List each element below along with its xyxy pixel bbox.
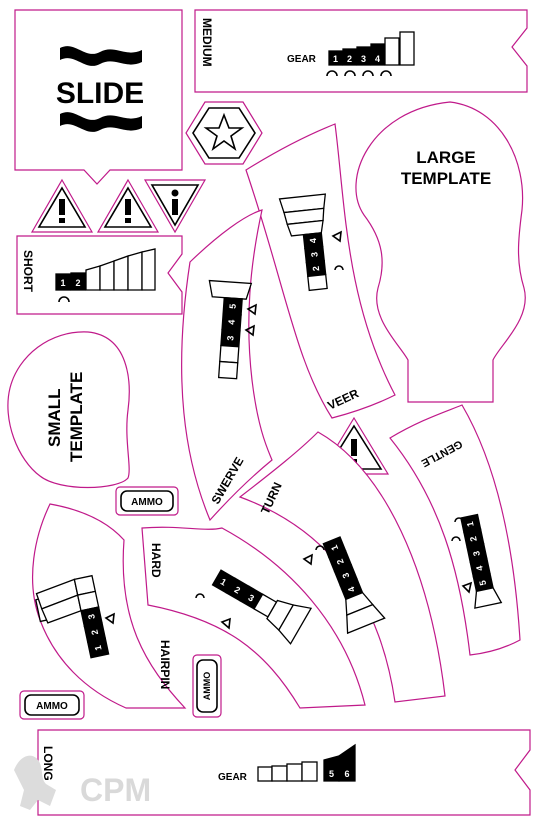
large-template-line1: LARGE (416, 148, 476, 167)
medium-gear-4: 4 (375, 54, 380, 64)
ammo-token-1[interactable]: AMMO (115, 486, 179, 516)
skid-mark-icon (315, 545, 325, 551)
medium-gear-1: 1 (333, 54, 338, 64)
medium-strip[interactable]: MEDIUM GEAR 1 2 3 4 (194, 9, 528, 93)
veer-template[interactable]: 4 3 2 VEER (245, 123, 396, 419)
hairpin-gear-bar: 3 2 1 (35, 574, 110, 659)
turn-gear-4: 4 (346, 585, 357, 593)
hairpin-template[interactable]: 3 2 1 HAIRPIN (31, 503, 187, 709)
hairpin-gear-1: 1 (93, 644, 104, 651)
long-gear-bar: 5 6 (257, 743, 356, 782)
short-strip[interactable]: SHORT 1 2 (16, 235, 183, 315)
direction-arrow-icon (104, 612, 115, 625)
turn-gear-bar: 1 2 3 4 (322, 536, 386, 635)
turn-template[interactable]: TURN 1 2 3 4 (238, 431, 446, 703)
gentle-gear-bar: 1 2 3 4 5 (460, 513, 503, 609)
watermark-text: CPM (80, 772, 151, 808)
veer-gear-2: 2 (311, 266, 321, 272)
gentle-gear-5: 5 (477, 579, 488, 586)
swerve-gear-5: 5 (228, 303, 238, 309)
medium-gear-bar: 1 2 3 4 (328, 31, 415, 66)
medium-label: MEDIUM (200, 18, 214, 67)
direction-arrow-icon (244, 324, 255, 337)
swerve-gear-4: 4 (226, 319, 236, 325)
exclamation-icon (125, 199, 131, 215)
skid-mark-icon (58, 296, 70, 303)
gentle-gear-4: 4 (474, 565, 485, 572)
medium-gear-3: 3 (361, 54, 366, 64)
slide-title: SLIDE (56, 77, 144, 110)
large-template[interactable]: LARGE TEMPLATE (355, 101, 526, 403)
skid-mark-icon (195, 593, 205, 599)
skid-mark-icon (454, 517, 464, 523)
gentle-gear-3: 3 (471, 550, 482, 557)
long-gear-label: GEAR (218, 772, 248, 783)
direction-arrow-icon (331, 230, 342, 243)
skid-marks-icon (326, 70, 392, 77)
info-icon (171, 189, 179, 197)
turn-gear-2: 2 (335, 557, 346, 565)
skid-mark-icon (334, 265, 344, 271)
small-template-line2: TEMPLATE (67, 372, 86, 462)
swerve-gear-bar: 5 4 3 (208, 279, 253, 380)
exclamation-icon (59, 199, 65, 215)
long-label: LONG (41, 746, 55, 781)
hazard-token-1[interactable] (30, 178, 94, 233)
gentle-gear-1: 1 (465, 521, 476, 528)
direction-arrow-icon (302, 553, 313, 566)
short-gear-2: 2 (75, 278, 80, 288)
info-token[interactable] (143, 179, 207, 234)
small-template-line1: SMALL (45, 388, 64, 447)
watermark: CPM (14, 755, 151, 810)
veer-gear-3: 3 (309, 252, 319, 258)
wave-top-icon (60, 46, 142, 66)
star-icon (203, 112, 245, 152)
gentle-template[interactable]: GENTLE 1 2 3 4 5 (389, 404, 521, 656)
short-label: SHORT (21, 250, 35, 293)
medium-gear-label: GEAR (287, 54, 317, 65)
hairpin-label: HAIRPIN (158, 640, 172, 689)
direction-arrow-icon (461, 581, 473, 594)
hard-gear-1: 1 (219, 576, 228, 587)
exclamation-icon (351, 439, 357, 456)
ammo-label: AMMO (202, 672, 212, 701)
hard-label: HARD (149, 543, 163, 578)
turn-gear-3: 3 (340, 571, 351, 579)
hard-gear-3: 3 (246, 592, 255, 603)
direction-arrow-icon (220, 617, 231, 630)
hairpin-gear-2: 2 (89, 629, 100, 636)
swerve-gear-3: 3 (225, 335, 235, 341)
wave-bottom-icon (60, 112, 142, 132)
veer-gear-4: 4 (308, 238, 318, 244)
slide-card[interactable]: SLIDE (14, 9, 183, 185)
medium-gear-2: 2 (347, 54, 352, 64)
hard-template[interactable]: HARD 1 2 3 (141, 526, 366, 709)
ammo-token-2[interactable]: AMMO (192, 654, 222, 718)
turn-gear-1: 1 (329, 544, 340, 552)
swerve-template[interactable]: 5 4 3 SWERVE (181, 209, 273, 522)
long-gear-5: 5 (329, 769, 334, 779)
gentle-gear-2: 2 (468, 535, 479, 542)
hard-gear-2: 2 (233, 584, 242, 595)
hairpin-gear-3: 3 (86, 613, 97, 620)
ammo-label: AMMO (36, 701, 68, 712)
skid-mark-icon (451, 536, 461, 542)
watermark-figure-icon (14, 755, 56, 810)
short-gear-1: 1 (60, 278, 65, 288)
large-template-line2: TEMPLATE (401, 169, 491, 188)
long-strip[interactable]: LONG GEAR 5 6 (37, 729, 531, 816)
long-gear-6: 6 (344, 769, 349, 779)
hazard-token-2[interactable] (96, 178, 160, 233)
veer-gear-bar: 4 3 2 (278, 193, 328, 292)
direction-arrow-icon (246, 303, 257, 316)
ammo-label: AMMO (131, 497, 163, 508)
hard-gear-bar: 1 2 3 (211, 569, 313, 645)
star-hexagon-token[interactable] (185, 101, 263, 165)
small-template[interactable]: SMALL TEMPLATE (7, 331, 130, 489)
ammo-token-3[interactable]: AMMO (19, 690, 85, 720)
short-gear-bar: 1 2 (55, 248, 156, 291)
